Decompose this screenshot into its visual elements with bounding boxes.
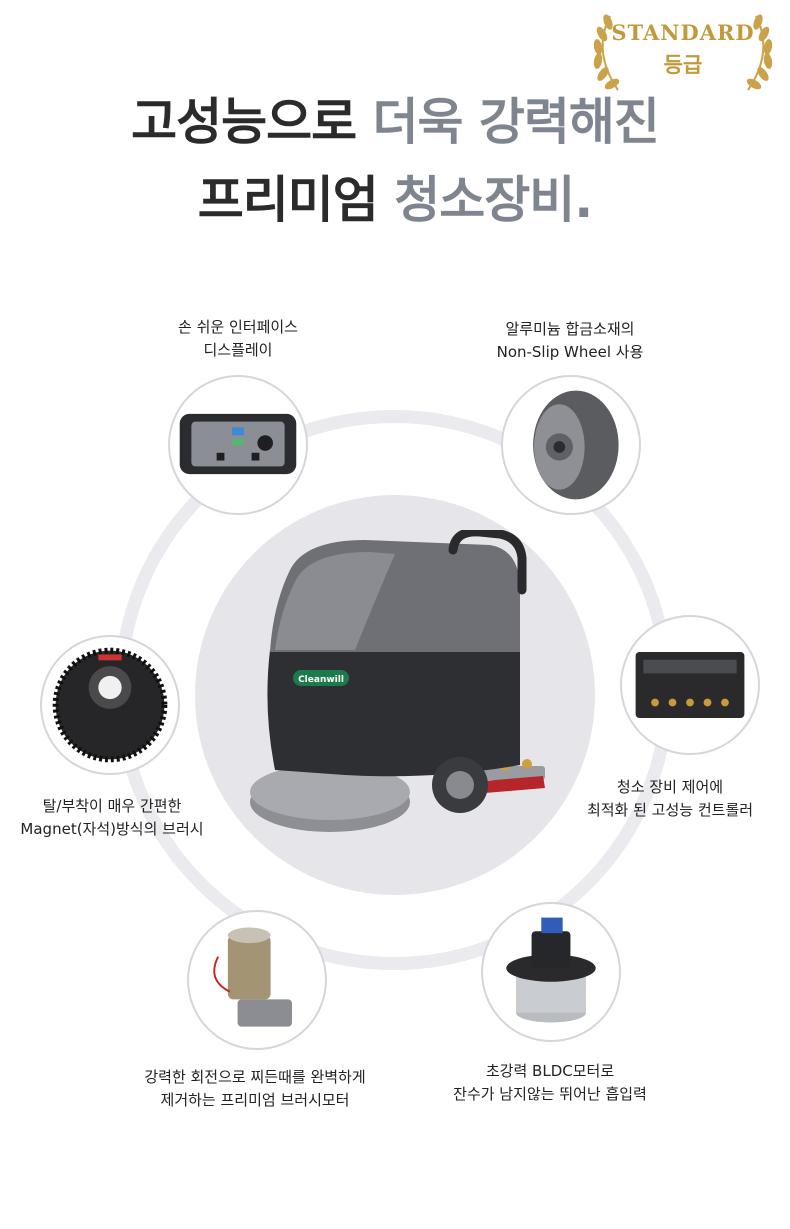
standard-grade-badge: STANDARD 등급 <box>588 10 778 91</box>
magnet-brush-icon <box>52 647 168 763</box>
feature-image-suction-motor <box>481 902 621 1042</box>
product-logo-text: Cleanwill <box>298 675 344 685</box>
feature-label-line-2: Magnet(자석)방식의 브러시 <box>20 820 204 838</box>
feature-label-line-2: 잔수가 남지않는 뛰어난 흡입력 <box>453 1085 647 1103</box>
badge-subtitle: 등급 <box>663 53 703 77</box>
non-slip-wheel-icon <box>533 390 619 500</box>
control-panel-icon <box>179 413 297 475</box>
feature-label-line-1: 탈/부착이 매우 간편한 <box>42 797 182 815</box>
controller-board-icon <box>635 651 745 719</box>
feature-label-line-1: 초강력 BLDC모터로 <box>485 1062 615 1080</box>
floor-scrubber-machine-image: Cleanwill <box>250 530 545 832</box>
feature-label-line-1: 청소 장비 제어에 <box>616 778 724 796</box>
headline-line-1-dark: 고성능으로 <box>131 93 373 151</box>
headline-line-1-gray: 더욱 강력해진 <box>372 93 660 151</box>
feature-label-brush-motor: 강력한 회전으로 찌든때를 완벽하게 제거하는 프리미엄 브러시모터 <box>110 1066 400 1112</box>
badge-title: STANDARD <box>611 20 755 45</box>
feature-label-line-2: Non-Slip Wheel 사용 <box>496 343 644 361</box>
brush-motor-icon <box>213 927 292 1027</box>
headline-line-2: 프리미엄 청소장비. <box>0 170 790 230</box>
feature-label-line-1: 알루미늄 합금소재의 <box>505 320 635 338</box>
feature-image-brush-motor <box>187 910 327 1050</box>
feature-image-wheel <box>501 375 641 515</box>
laurel-left-icon <box>593 14 620 91</box>
feature-label-brush: 탈/부착이 매우 간편한 Magnet(자석)방식의 브러시 <box>2 795 222 841</box>
feature-label-suction-motor: 초강력 BLDC모터로 잔수가 남지않는 뛰어난 흡입력 <box>430 1060 670 1106</box>
feature-label-controller: 청소 장비 제어에 최적화 된 고성능 컨트롤러 <box>560 776 780 822</box>
feature-image-brush <box>40 635 180 775</box>
feature-image-controller <box>620 615 760 755</box>
feature-label-line-1: 강력한 회전으로 찌든때를 완벽하게 <box>144 1068 366 1086</box>
headline-line-2-dark: 프리미엄 <box>197 171 395 229</box>
feature-label-line-2: 제거하는 프리미엄 브러시모터 <box>160 1091 350 1109</box>
feature-label-interface-display: 손 쉬운 인터페이스 디스플레이 <box>128 316 348 362</box>
feature-label-wheel: 알루미늄 합금소재의 Non-Slip Wheel 사용 <box>460 318 680 364</box>
feature-label-line-2: 최적화 된 고성능 컨트롤러 <box>586 801 754 819</box>
bldc-suction-motor-icon <box>506 917 596 1023</box>
headline-line-2-gray: 청소장비. <box>394 171 593 229</box>
feature-label-line-2: 디스플레이 <box>203 341 273 359</box>
feature-image-interface-display <box>168 375 308 515</box>
headline-line-1: 고성능으로 더욱 강력해진 <box>0 92 790 152</box>
feature-label-line-1: 손 쉬운 인터페이스 <box>178 318 298 336</box>
laurel-right-icon <box>746 14 773 91</box>
